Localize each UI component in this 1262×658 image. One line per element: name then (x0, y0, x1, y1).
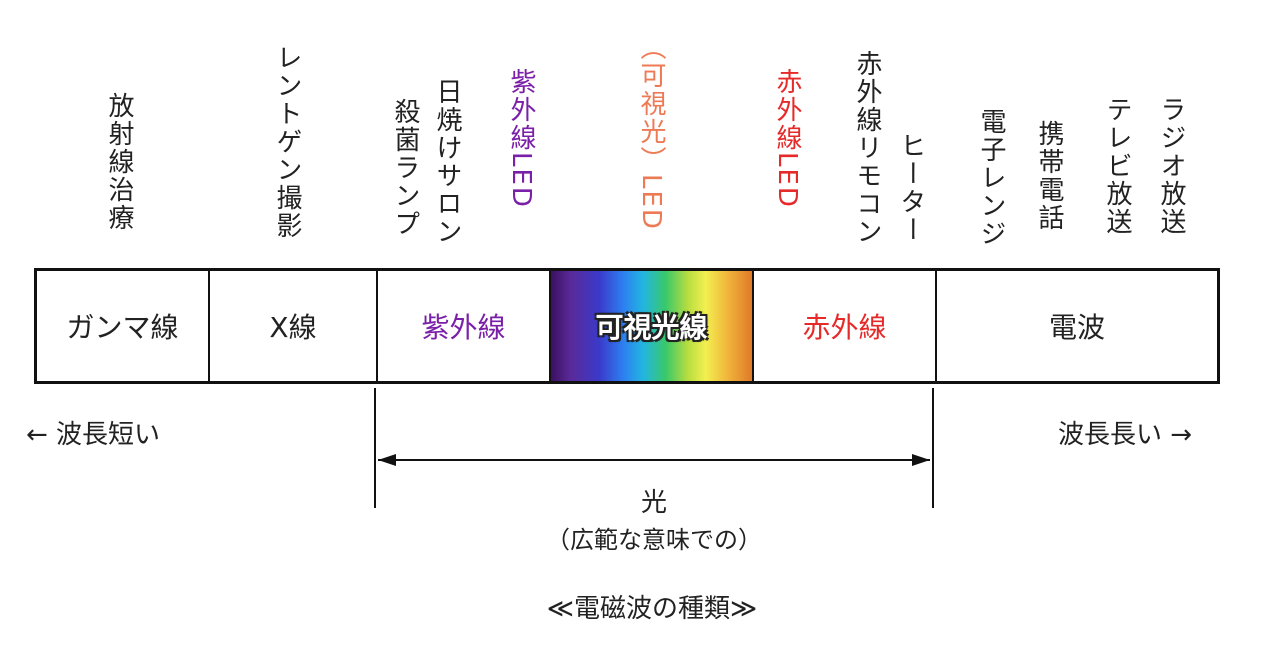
wavelength-long-label: 波長長い → (1058, 420, 1193, 450)
label-tanning-salon: 日焼けサロン (432, 78, 462, 246)
label-ir-remote: 赤外線リモコン (852, 50, 882, 246)
label-radio-broadcast: ラジオ放送 (1156, 96, 1186, 236)
label-visible-led: （可視光）LED (636, 34, 666, 231)
band-xray: X線 (210, 271, 378, 381)
label-heater: ヒーター (896, 132, 926, 244)
band-ultraviolet: 紫外線 (378, 271, 551, 381)
spectrum-band: ガンマ線 X線 紫外線 可視光線 赤外線 電波 (34, 268, 1220, 384)
label-tv-broadcast: テレビ放送 (1102, 96, 1132, 236)
band-gamma: ガンマ線 (37, 271, 210, 381)
band-infrared: 赤外線 (754, 271, 937, 381)
band-radio: 電波 (1048, 311, 1105, 344)
label-mobile-phone: 携帯電話 (1034, 120, 1064, 232)
light-subtitle: （広範な意味での） (546, 526, 762, 554)
label-xray-imaging: レントゲン撮影 (272, 44, 302, 240)
diagram-caption: ≪電磁波の種類≫ (546, 594, 758, 624)
band-visible: 可視光線 (551, 271, 754, 381)
arrow-left-head (378, 454, 396, 466)
label-microwave: 電子レンジ (976, 108, 1006, 248)
label-uv-led: 紫外線LED (506, 68, 536, 209)
label-radiation-therapy: 放射線治療 (104, 92, 134, 232)
label-germicidal-lamp: 殺菌ランプ (390, 98, 420, 238)
light-title: 光 (640, 488, 667, 518)
wavelength-short-label: ← 波長短い (26, 420, 161, 450)
arrow-right-head (912, 454, 930, 466)
label-ir-led: 赤外線LED (772, 68, 802, 209)
